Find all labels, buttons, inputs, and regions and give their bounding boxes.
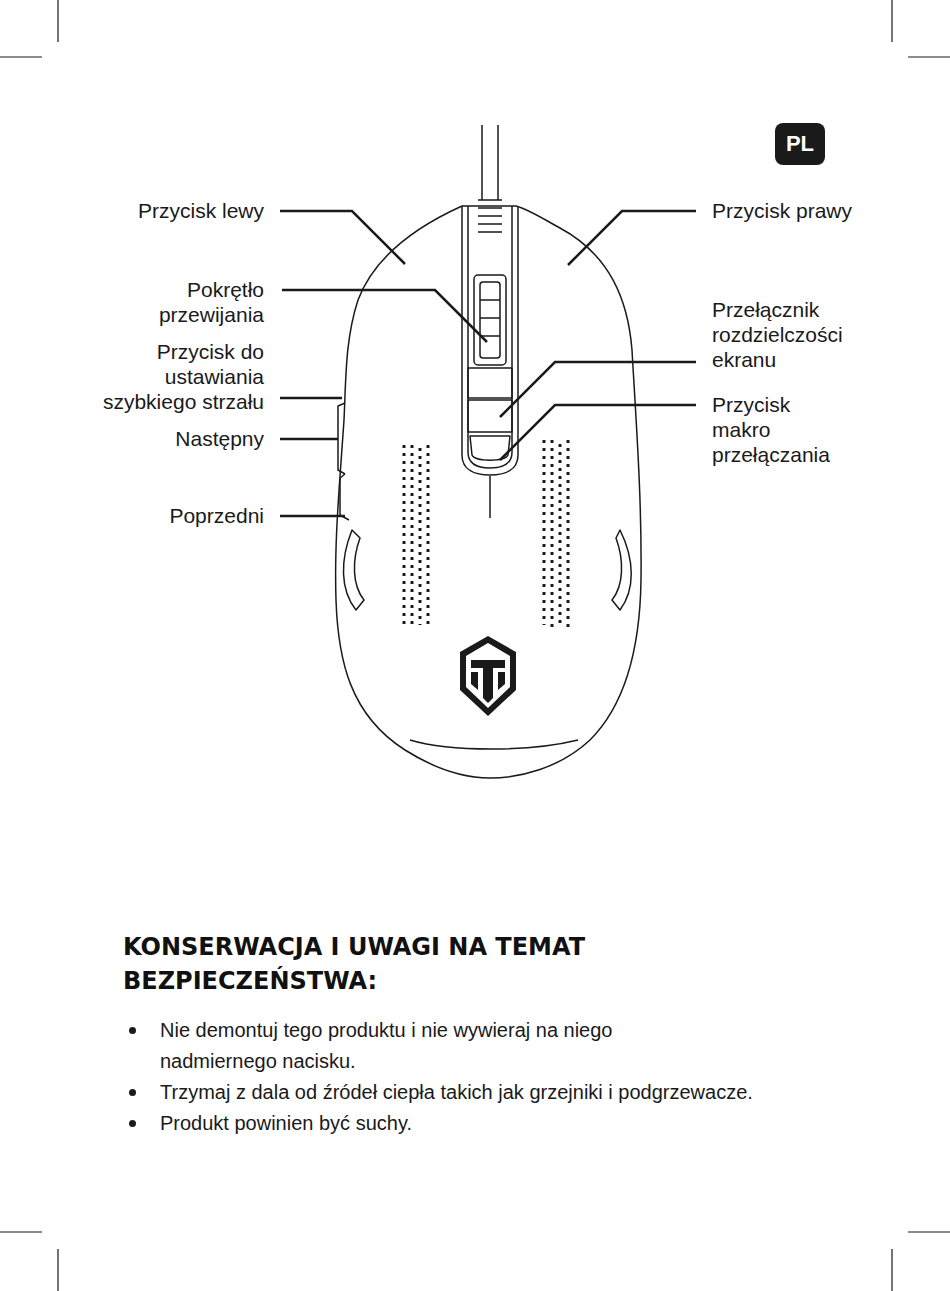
part-label: Przycisk prawy [712, 198, 912, 223]
part-label: Następny [110, 426, 264, 451]
bullet-dot [129, 1120, 136, 1127]
part-label: Przycisk lewy [80, 198, 264, 223]
part-label: Przycisk do ustawiania szybkiego strzału [70, 339, 264, 414]
safety-note: Trzymaj z dala od źródeł ciepła takich j… [160, 1077, 935, 1108]
language-badge: PL [775, 123, 825, 165]
part-label: Poprzedni [110, 503, 264, 528]
section-heading: KONSERWACJA I UWAGI NA TEMAT BEZPIECZEŃS… [123, 930, 763, 998]
safety-note: Produkt powinien być suchy. [160, 1108, 860, 1139]
part-label: Przełącznik rozdzielczości ekranu [712, 297, 864, 372]
bullet-dot [129, 1027, 136, 1034]
safety-note: Nie demontuj tego produktu i nie wywiera… [160, 1015, 700, 1077]
part-label: Przycisk makro przełączania [712, 392, 824, 467]
bullet-dot [129, 1089, 136, 1096]
part-label: Pokrętło przewijania [110, 277, 264, 327]
